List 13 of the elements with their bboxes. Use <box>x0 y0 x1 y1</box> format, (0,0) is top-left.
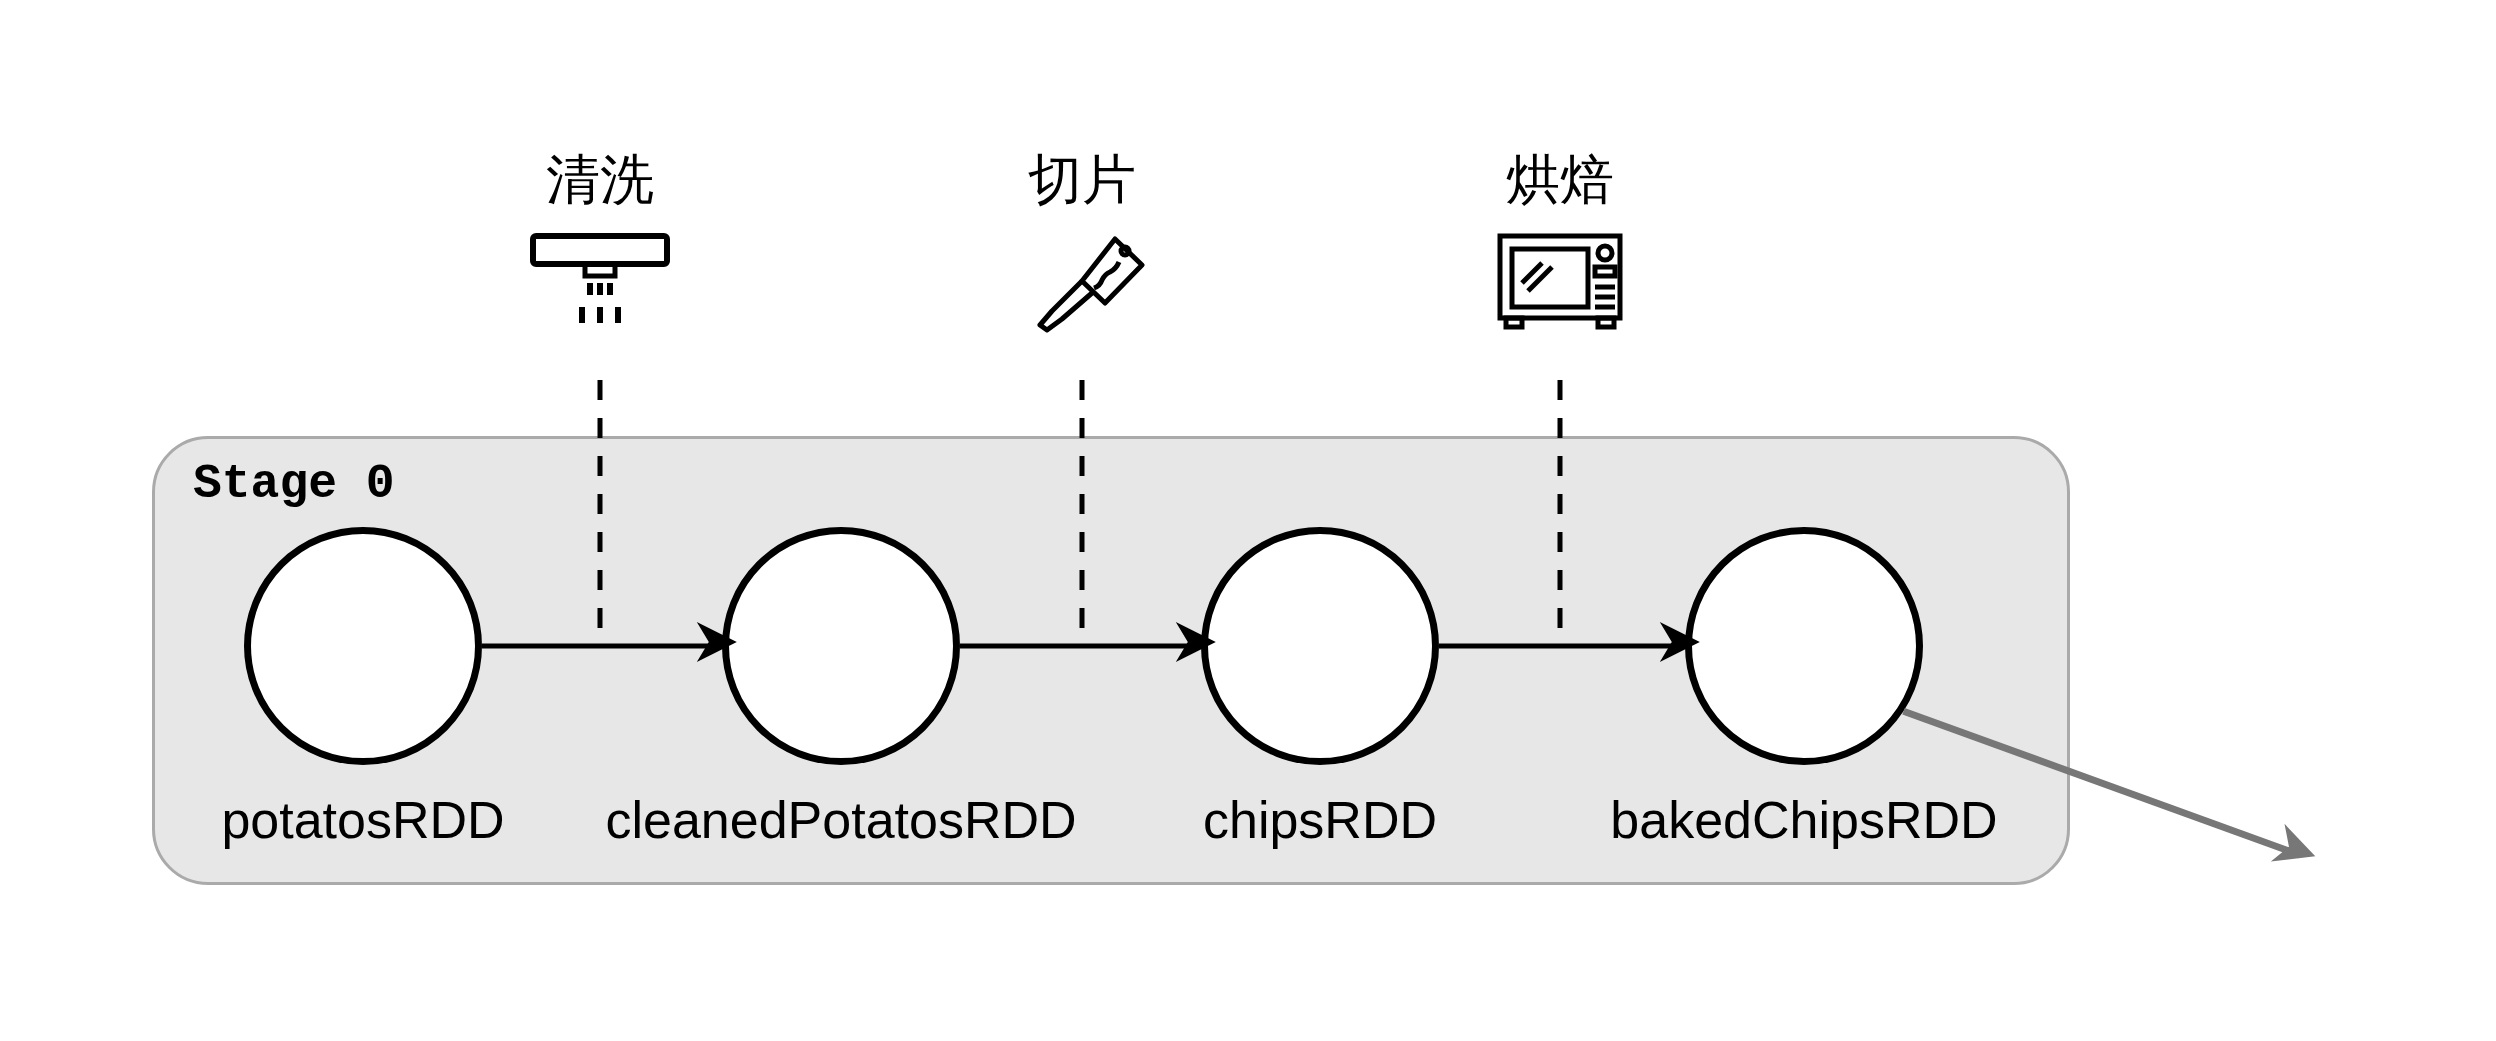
rdd-label: cleanedPotatosRDD <box>605 790 1077 850</box>
arrow <box>1902 707 2316 862</box>
arrow <box>482 622 737 662</box>
rdd-label: chipsRDD <box>1202 790 1438 850</box>
rdd-label: bakedChipsRDD <box>1610 790 1998 850</box>
operation-label: 切片 <box>1028 150 1136 210</box>
stage-title: Stage 0 <box>193 457 395 511</box>
rdd-label: potatosRDD <box>221 790 505 850</box>
arrow <box>1439 622 1700 662</box>
arrow <box>960 622 1216 662</box>
operation-label: 烘焙 <box>1506 150 1614 210</box>
stage-panel <box>152 436 2070 885</box>
operation-label: 清洗 <box>546 150 654 210</box>
